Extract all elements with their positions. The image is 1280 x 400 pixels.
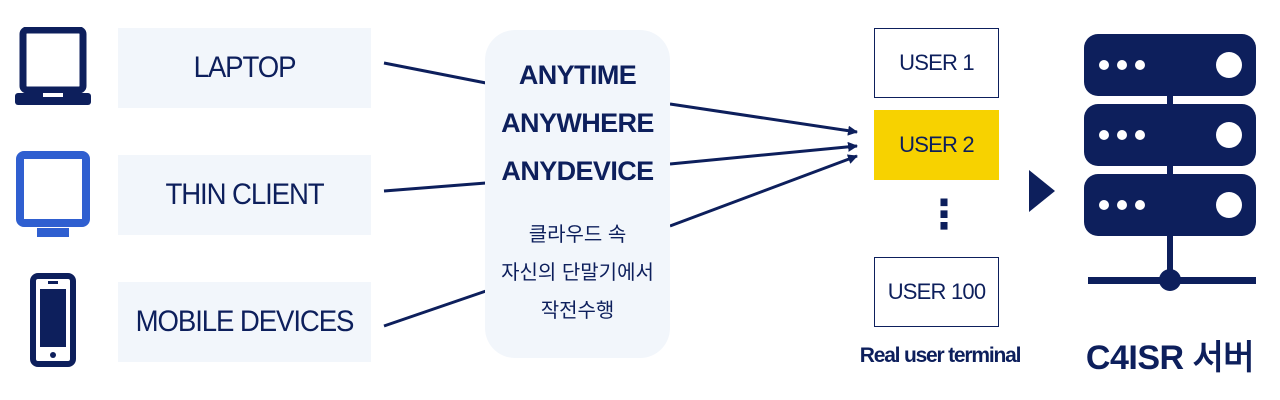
connector-laptop-hub <box>383 61 487 85</box>
hub-subtext-line-3: 작전수행 <box>540 300 615 322</box>
play-arrow-icon <box>1029 170 1055 212</box>
device-label-thin-client: THIN CLIENT <box>118 155 371 235</box>
server-icon <box>1084 34 1256 291</box>
device-label-laptop: LAPTOP <box>118 28 371 108</box>
hub-subtext-line-2: 자신의 단말기에서 <box>501 262 654 284</box>
arrow-hub-user-3 <box>669 154 858 228</box>
ellipsis-dots: ⋮ <box>924 193 964 237</box>
hub-line-anywhere: ANYWHERE <box>501 108 654 138</box>
connector-thinclient-hub <box>383 181 487 193</box>
monitor-icon <box>16 151 90 237</box>
user-box-2: USER 2 <box>874 110 999 180</box>
server-caption: C4ISR 서버 <box>1085 339 1255 377</box>
real-user-terminal-caption: Real user terminal <box>859 344 1022 367</box>
smartphone-icon <box>30 273 76 367</box>
arrow-hub-user-2 <box>669 141 858 166</box>
hub-panel: ANYTIME ANYWHERE ANYDEVICE 클라우드 속 자신의 단말… <box>485 30 670 358</box>
hub-subtext-line-1: 클라우드 속 <box>528 224 627 246</box>
connector-mobile-hub <box>383 289 487 328</box>
user-box-1: USER 1 <box>874 28 999 98</box>
device-label-mobile-devices: MOBILE DEVICES <box>118 282 371 362</box>
user-box-100: USER 100 <box>874 257 999 327</box>
hub-line-anydevice: ANYDEVICE <box>501 156 654 186</box>
arrow-hub-user-1 <box>669 102 858 136</box>
hub-line-anytime: ANYTIME <box>518 60 637 90</box>
laptop-icon <box>15 27 91 105</box>
